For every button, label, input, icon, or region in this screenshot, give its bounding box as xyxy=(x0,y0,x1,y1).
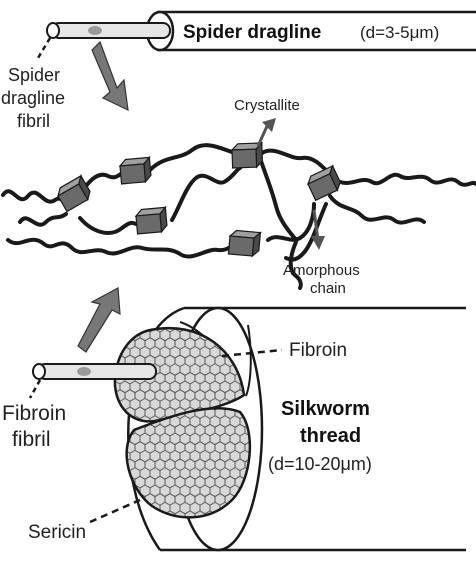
spider-fibril-leader xyxy=(36,37,52,59)
fibroin-fibril xyxy=(32,363,157,380)
spider-fibril-label-2: dragline xyxy=(1,88,65,108)
crystallite-block xyxy=(134,205,168,235)
spider-fibril-label-1: Spider xyxy=(8,65,60,85)
spider-dragline-dimension: (d=3-5μm) xyxy=(360,23,439,42)
silkworm-title-1: Silkworm xyxy=(281,398,370,420)
crystallite-block xyxy=(230,141,264,169)
zoom-arrow-down-icon xyxy=(91,40,129,112)
sericin-label: Sericin xyxy=(28,522,86,543)
zoom-arrow-up-icon xyxy=(77,287,121,353)
spider-fibril-label-3: fibril xyxy=(17,111,50,131)
spider-dragline-title: Spider dragline xyxy=(183,22,321,43)
amorphous-label-1: Amorphous xyxy=(283,262,360,279)
fibroin-core-lower xyxy=(125,407,252,519)
amorphous-pointer-arrow xyxy=(311,209,325,250)
fibroin-fibril-label-2: fibril xyxy=(12,428,51,451)
crystallite-block xyxy=(227,229,262,258)
silkworm-dimension: (d=10-20μm) xyxy=(268,454,372,474)
silkworm-title-2: thread xyxy=(300,425,361,447)
spider-dragline-fibril xyxy=(46,22,171,39)
fibroin-leader xyxy=(221,348,283,358)
fibroin-label: Fibroin xyxy=(289,340,347,361)
crystallite-block xyxy=(118,155,152,185)
amorphous-label-2: chain xyxy=(310,280,346,297)
crystallite-label: Crystallite xyxy=(234,97,300,114)
crystallite-block xyxy=(57,174,91,213)
crystallite-blocks xyxy=(57,141,341,258)
crystallite-block xyxy=(306,164,341,202)
amorphous-chain-network xyxy=(1,143,476,290)
sericin-leader xyxy=(89,498,141,524)
crystallite-pointer-arrow xyxy=(256,118,276,147)
fibroin-fibril-label-1: Fibroin xyxy=(2,402,66,425)
fibroin-fibril-leader xyxy=(28,379,42,399)
